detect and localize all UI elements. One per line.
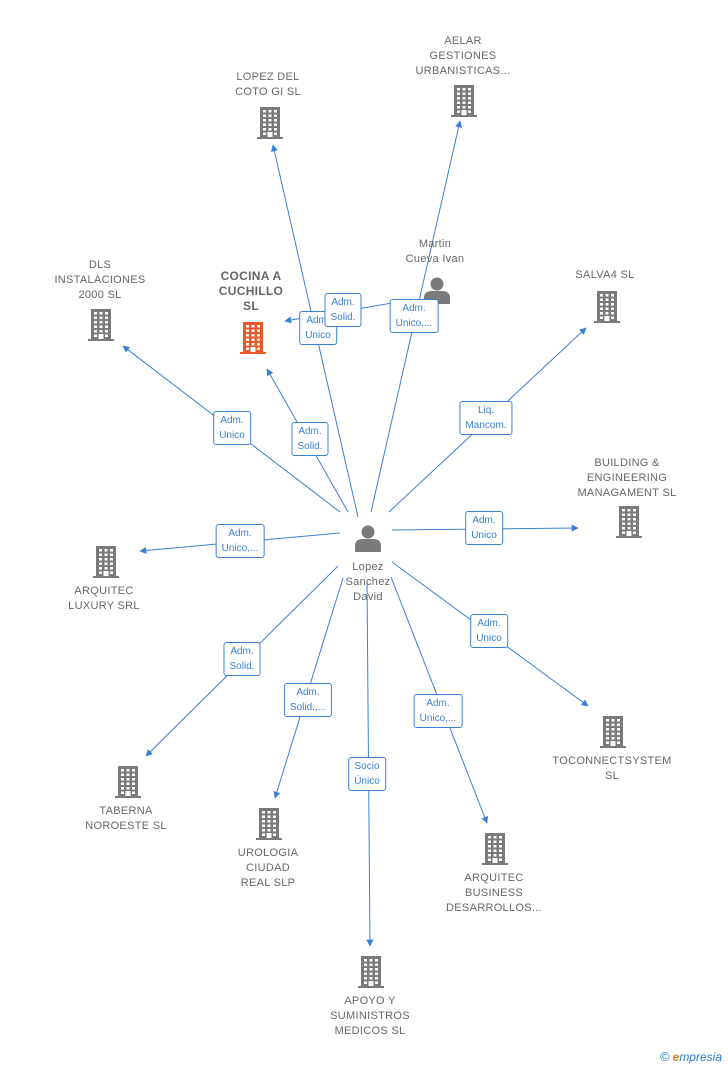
building-icon-toconnect[interactable]: [600, 716, 626, 748]
building-icon-aelar[interactable]: [451, 85, 477, 117]
building-icon-urologia[interactable]: [256, 808, 282, 840]
edge-label-urologia[interactable]: Adm. Solid.,...: [283, 683, 333, 717]
building-icon-dls[interactable]: [88, 309, 114, 341]
person-label-martin: Martin Cueva Ivan: [405, 238, 465, 265]
building-icon-cocina[interactable]: [240, 322, 266, 354]
building-icon-apoyo[interactable]: [358, 956, 384, 988]
company-label-aelar: AELAR GESTIONES URBANISTICAS...: [415, 35, 511, 77]
company-label-salva4: SALVA4 SL: [575, 269, 635, 281]
edge-label-aelar[interactable]: Adm. Unico,...: [389, 299, 439, 333]
company-label-dls: DLS INSTALACIONES 2000 SL: [54, 259, 146, 301]
brand-initial: e: [672, 1050, 680, 1064]
edge-label-cocina[interactable]: Adm. Solid.: [324, 293, 362, 327]
company-label-building: BUILDING & ENGINEERING MANAGAMENT SL: [577, 457, 677, 499]
edge-label-taberna[interactable]: Adm. Solid.: [223, 642, 261, 676]
center-person-label: Lopez Sanchez David: [345, 561, 391, 603]
person-icon-center[interactable]: [355, 525, 381, 553]
edges-layer: [122, 120, 589, 947]
edge-label-arquitec-luxury[interactable]: Adm. Unico,...: [215, 524, 265, 558]
company-label-cocina: COCINA A CUCHILLO SL: [218, 269, 284, 313]
building-icon-building[interactable]: [616, 506, 642, 538]
edge-label-arquitec-business[interactable]: Adm. Unico,...: [413, 694, 463, 728]
edge-label-salva4[interactable]: Liq. Mancom.: [459, 401, 513, 435]
building-icon-arquitec-luxury[interactable]: [93, 546, 119, 578]
company-label-lopez-del-coto: LOPEZ DEL COTO GI SL: [235, 71, 301, 98]
edge-label-toconnect[interactable]: Adm. Unico: [470, 614, 508, 648]
building-icon-salva4[interactable]: [594, 291, 620, 323]
brand-footer[interactable]: ©empresia: [660, 1049, 722, 1064]
company-label-toconnect: TOCONNECTSYSTEM SL: [552, 755, 672, 782]
company-label-urologia: UROLOGIA CIUDAD REAL SLP: [237, 847, 299, 889]
building-icon-lopez-del-coto[interactable]: [257, 107, 283, 139]
edge-label-lopez-del-coto[interactable]: Adm. Unico: [299, 311, 337, 345]
building-icon-arquitec-business[interactable]: [482, 833, 508, 865]
building-icon-taberna[interactable]: [115, 766, 141, 798]
edge-label-cocina[interactable]: Adm. Solid.: [291, 422, 329, 456]
copyright-symbol: ©: [660, 1049, 670, 1064]
edge-label-dls[interactable]: Adm. Unico: [213, 411, 251, 445]
edge-label-apoyo[interactable]: Socio Único: [348, 757, 386, 791]
nodes-layer: [88, 85, 642, 988]
company-label-apoyo: APOYO Y SUMINISTROS MEDICOS SL: [330, 995, 410, 1037]
brand-name: mpresia: [679, 1050, 722, 1064]
edge-label-building[interactable]: Adm. Unico: [465, 511, 503, 545]
company-label-arquitec-luxury: ARQUITEC LUXURY SRL: [68, 585, 140, 612]
company-label-arquitec-business: ARQUITEC BUSINESS DESARROLLOS...: [446, 872, 542, 914]
company-label-taberna: TABERNA NOROESTE SL: [85, 805, 167, 832]
